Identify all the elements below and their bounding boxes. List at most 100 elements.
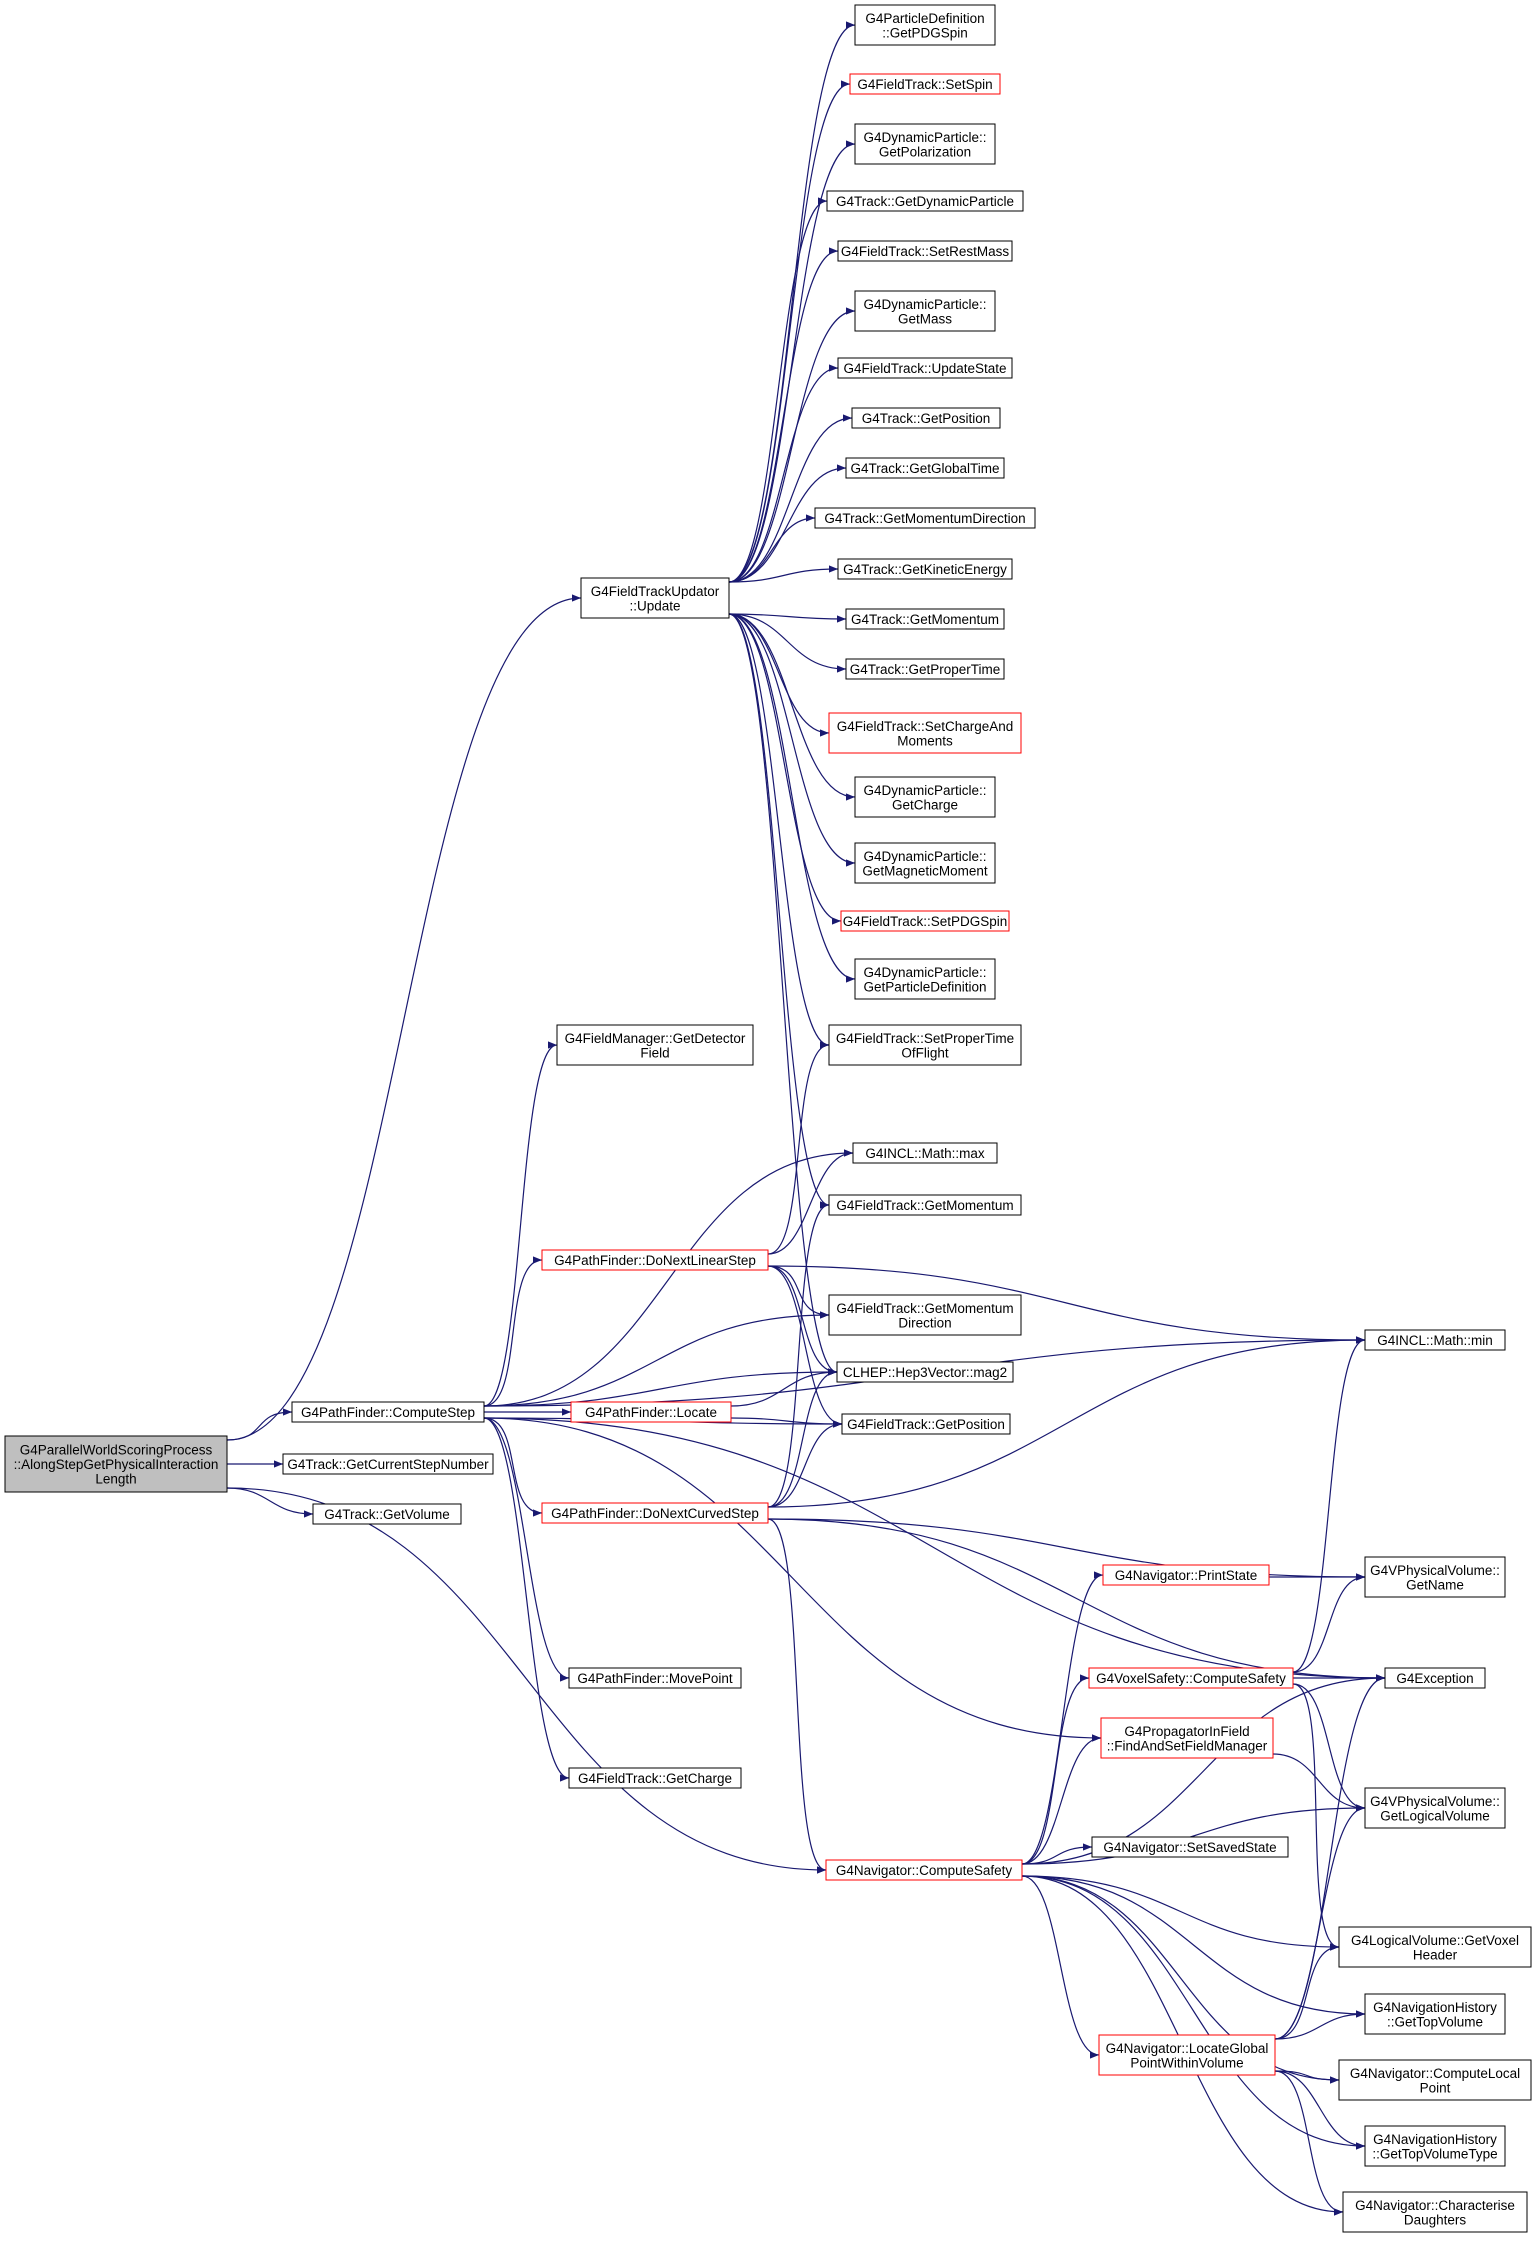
node-label-line: G4FieldTrack::GetMomentum — [836, 1198, 1013, 1213]
node-dynParticleGetCharge[interactable]: G4DynamicParticle::GetCharge — [854, 776, 996, 818]
node-trackGetProperTime[interactable]: G4Track::GetProperTime — [845, 658, 1005, 680]
node-trackGetDynamicParticle[interactable]: G4Track::GetDynamicParticle — [826, 190, 1024, 212]
node-box — [854, 776, 996, 818]
node-fieldTrackUpdateState[interactable]: G4FieldTrack::UpdateState — [837, 357, 1013, 379]
node-navHistoryGetTopVolume[interactable]: G4NavigationHistory::GetTopVolume — [1364, 1993, 1506, 2035]
node-pathFinderDoNextCurvedStep[interactable]: G4PathFinder::DoNextCurvedStep — [541, 1502, 769, 1524]
node-box — [1098, 2034, 1276, 2076]
node-particleDefGetPDGSpin[interactable]: G4ParticleDefinition::GetPDGSpin — [854, 4, 996, 46]
edge-navigatorComputeSafety-to-voxelSafetyComputeSafety — [1021, 1674, 1090, 1865]
node-fieldTrackGetPosition[interactable]: G4FieldTrack::GetPosition — [841, 1413, 1011, 1435]
node-label-line: G4Track::GetMomentum — [851, 612, 999, 627]
node-pathFinderDoNextLinearStep[interactable]: G4PathFinder::DoNextLinearStep — [541, 1249, 769, 1271]
node-inclMathMin[interactable]: G4INCL::Math::min — [1364, 1329, 1506, 1351]
edge-navigatorComputeSafety-to-navHistoryGetTopVolume — [1021, 1875, 1366, 2018]
edge-pathFinderComputeStep-to-fieldManagerGetDetectorField — [483, 1041, 558, 1407]
node-navigatorComputeSafety[interactable]: G4Navigator::ComputeSafety — [825, 1859, 1023, 1881]
node-box — [1364, 1787, 1506, 1829]
node-fieldTrackGetMomentumDirection[interactable]: G4FieldTrack::GetMomentumDirection — [828, 1294, 1022, 1336]
node-box — [1102, 1564, 1270, 1586]
node-physVolumeGetName[interactable]: G4VPhysicalVolume::GetName — [1364, 1556, 1506, 1598]
node-g4Exception[interactable]: G4Exception — [1384, 1667, 1486, 1689]
node-label-line: G4VPhysicalVolume:: — [1370, 1794, 1500, 1809]
edge-pathFinderDoNextCurvedStep-to-inclMathMin — [767, 1336, 1366, 1508]
node-trackGetKineticEnergy[interactable]: G4Track::GetKineticEnergy — [837, 558, 1013, 580]
node-trackGetGlobalTime[interactable]: G4Track::GetGlobalTime — [845, 457, 1005, 479]
node-navigatorPrintState[interactable]: G4Navigator::PrintState — [1102, 1564, 1270, 1586]
node-box — [836, 1361, 1014, 1383]
node-navigatorLocateGlobalPoint[interactable]: G4Navigator::LocateGlobalPointWithinVolu… — [1098, 2034, 1276, 2076]
node-fieldTrackGetCharge[interactable]: G4FieldTrack::GetCharge — [568, 1767, 742, 1789]
node-box — [1091, 1836, 1289, 1858]
node-box — [1364, 1993, 1506, 2035]
node-box — [854, 958, 996, 1000]
node-physVolumeGetLogicalVolume[interactable]: G4VPhysicalVolume::GetLogicalVolume — [1364, 1787, 1506, 1829]
node-label-line: ::GetTopVolume — [1387, 2014, 1483, 2029]
node-inclMathMax[interactable]: G4INCL::Math::max — [852, 1142, 998, 1164]
node-navigatorSetSavedState[interactable]: G4Navigator::SetSavedState — [1091, 1836, 1289, 1858]
node-box — [312, 1503, 462, 1525]
edge-voxelSafetyComputeSafety-to-logicalVolumeGetVoxelHeader — [1292, 1683, 1340, 1951]
node-box — [828, 1194, 1022, 1216]
node-fieldTrackGetMomentum[interactable]: G4FieldTrack::GetMomentum — [828, 1194, 1022, 1216]
edge-pathFinderComputeStep-to-fieldTrackGetMomentumDirection — [483, 1311, 830, 1407]
node-root[interactable]: G4ParallelWorldScoringProcess::AlongStep… — [4, 1435, 228, 1493]
node-fieldTrackSetRestMass[interactable]: G4FieldTrack::SetRestMass — [837, 240, 1013, 262]
edge-navigatorLocateGlobalPoint-to-physVolumeGetLogicalVolume — [1274, 1804, 1366, 2040]
node-pathFinderComputeStep[interactable]: G4PathFinder::ComputeStep — [291, 1401, 485, 1423]
node-label-line: G4FieldTrack::SetSpin — [857, 77, 992, 92]
node-label-line: G4Track::GetProperTime — [850, 662, 1001, 677]
node-box — [837, 240, 1013, 262]
node-trackGetVolume[interactable]: G4Track::GetVolume — [312, 1503, 462, 1525]
node-label-line: G4Navigator::LocateGlobal — [1106, 2041, 1269, 2056]
node-label-line: G4FieldTrack::GetCharge — [578, 1771, 732, 1786]
node-box — [1088, 1667, 1294, 1689]
node-box — [1338, 1926, 1532, 1968]
node-fieldTrackSetSpin[interactable]: G4FieldTrack::SetSpin — [849, 73, 1001, 95]
node-trackGetCurrentStepNumber[interactable]: G4Track::GetCurrentStepNumber — [282, 1453, 494, 1475]
node-navHistoryGetTopVolumeType[interactable]: G4NavigationHistory::GetTopVolumeType — [1364, 2125, 1506, 2167]
node-label-line: G4LogicalVolume::GetVoxel — [1351, 1933, 1519, 1948]
node-pathFinderLocate[interactable]: G4PathFinder::Locate — [570, 1401, 732, 1423]
node-pathFinderMovePoint[interactable]: G4PathFinder::MovePoint — [568, 1667, 742, 1689]
node-hep3VectorMag2[interactable]: CLHEP::Hep3Vector::mag2 — [836, 1361, 1014, 1383]
node-fieldTrackUpdatorUpdate[interactable]: G4FieldTrackUpdator::Update — [580, 577, 730, 619]
node-propagatorFindAndSetFieldManager[interactable]: G4PropagatorInField::FindAndSetFieldMana… — [1100, 1717, 1274, 1759]
node-box — [854, 4, 996, 46]
node-dynParticleGetPolarization[interactable]: G4DynamicParticle::GetPolarization — [854, 123, 996, 165]
node-label-line: Header — [1413, 1947, 1458, 1962]
node-label-line: G4Navigator::Characterise — [1355, 2198, 1515, 2213]
node-voxelSafetyComputeSafety[interactable]: G4VoxelSafety::ComputeSafety — [1088, 1667, 1294, 1689]
edge-fieldTrackUpdatorUpdate-to-trackGetKineticEnergy — [728, 565, 839, 583]
edge-pathFinderDoNextCurvedStep-to-fieldTrackGetMomentum — [767, 1201, 830, 1508]
node-label-line: G4Track::GetMomentumDirection — [824, 511, 1025, 526]
node-label-line: G4DynamicParticle:: — [863, 297, 986, 312]
edge-fieldTrackUpdatorUpdate-to-trackGetDynamicParticle — [728, 197, 828, 583]
node-dynParticleGetMagneticMoment[interactable]: G4DynamicParticle::GetMagneticMoment — [854, 842, 996, 884]
node-box — [828, 712, 1022, 754]
edge-pathFinderLocate-to-hep3VectorMag2 — [730, 1368, 838, 1407]
node-box — [556, 1024, 754, 1066]
edge-pathFinderDoNextLinearStep-to-fieldTrackSetProperTimeOfFlight — [767, 1041, 830, 1255]
node-label-line: Direction — [898, 1315, 951, 1330]
node-label-line: ::GetPDGSpin — [882, 25, 968, 40]
node-dynParticleGetMass[interactable]: G4DynamicParticle::GetMass — [854, 290, 996, 332]
node-box — [849, 73, 1001, 95]
node-dynParticleGetParticleDefinition[interactable]: G4DynamicParticle::GetParticleDefinition — [854, 958, 996, 1000]
node-fieldTrackSetPDGSpin[interactable]: G4FieldTrack::SetPDGSpin — [840, 910, 1010, 932]
node-label-line: G4INCL::Math::min — [1377, 1333, 1493, 1348]
edge-pathFinderDoNextCurvedStep-to-hep3VectorMag2 — [767, 1368, 838, 1508]
edge-propagatorFindAndSetFieldManager-to-physVolumeGetLogicalVolume — [1272, 1753, 1366, 1812]
edge-fieldTrackUpdatorUpdate-to-hep3VectorMag2 — [728, 613, 838, 1376]
node-trackGetPosition[interactable]: G4Track::GetPosition — [851, 407, 1001, 429]
node-label-line: G4Navigator::SetSavedState — [1103, 1840, 1276, 1855]
node-trackGetMomentumDirection[interactable]: G4Track::GetMomentumDirection — [814, 507, 1036, 529]
node-label-line: G4FieldTrack::SetChargeAnd — [837, 719, 1014, 734]
node-trackGetMomentum[interactable]: G4Track::GetMomentum — [845, 608, 1005, 630]
